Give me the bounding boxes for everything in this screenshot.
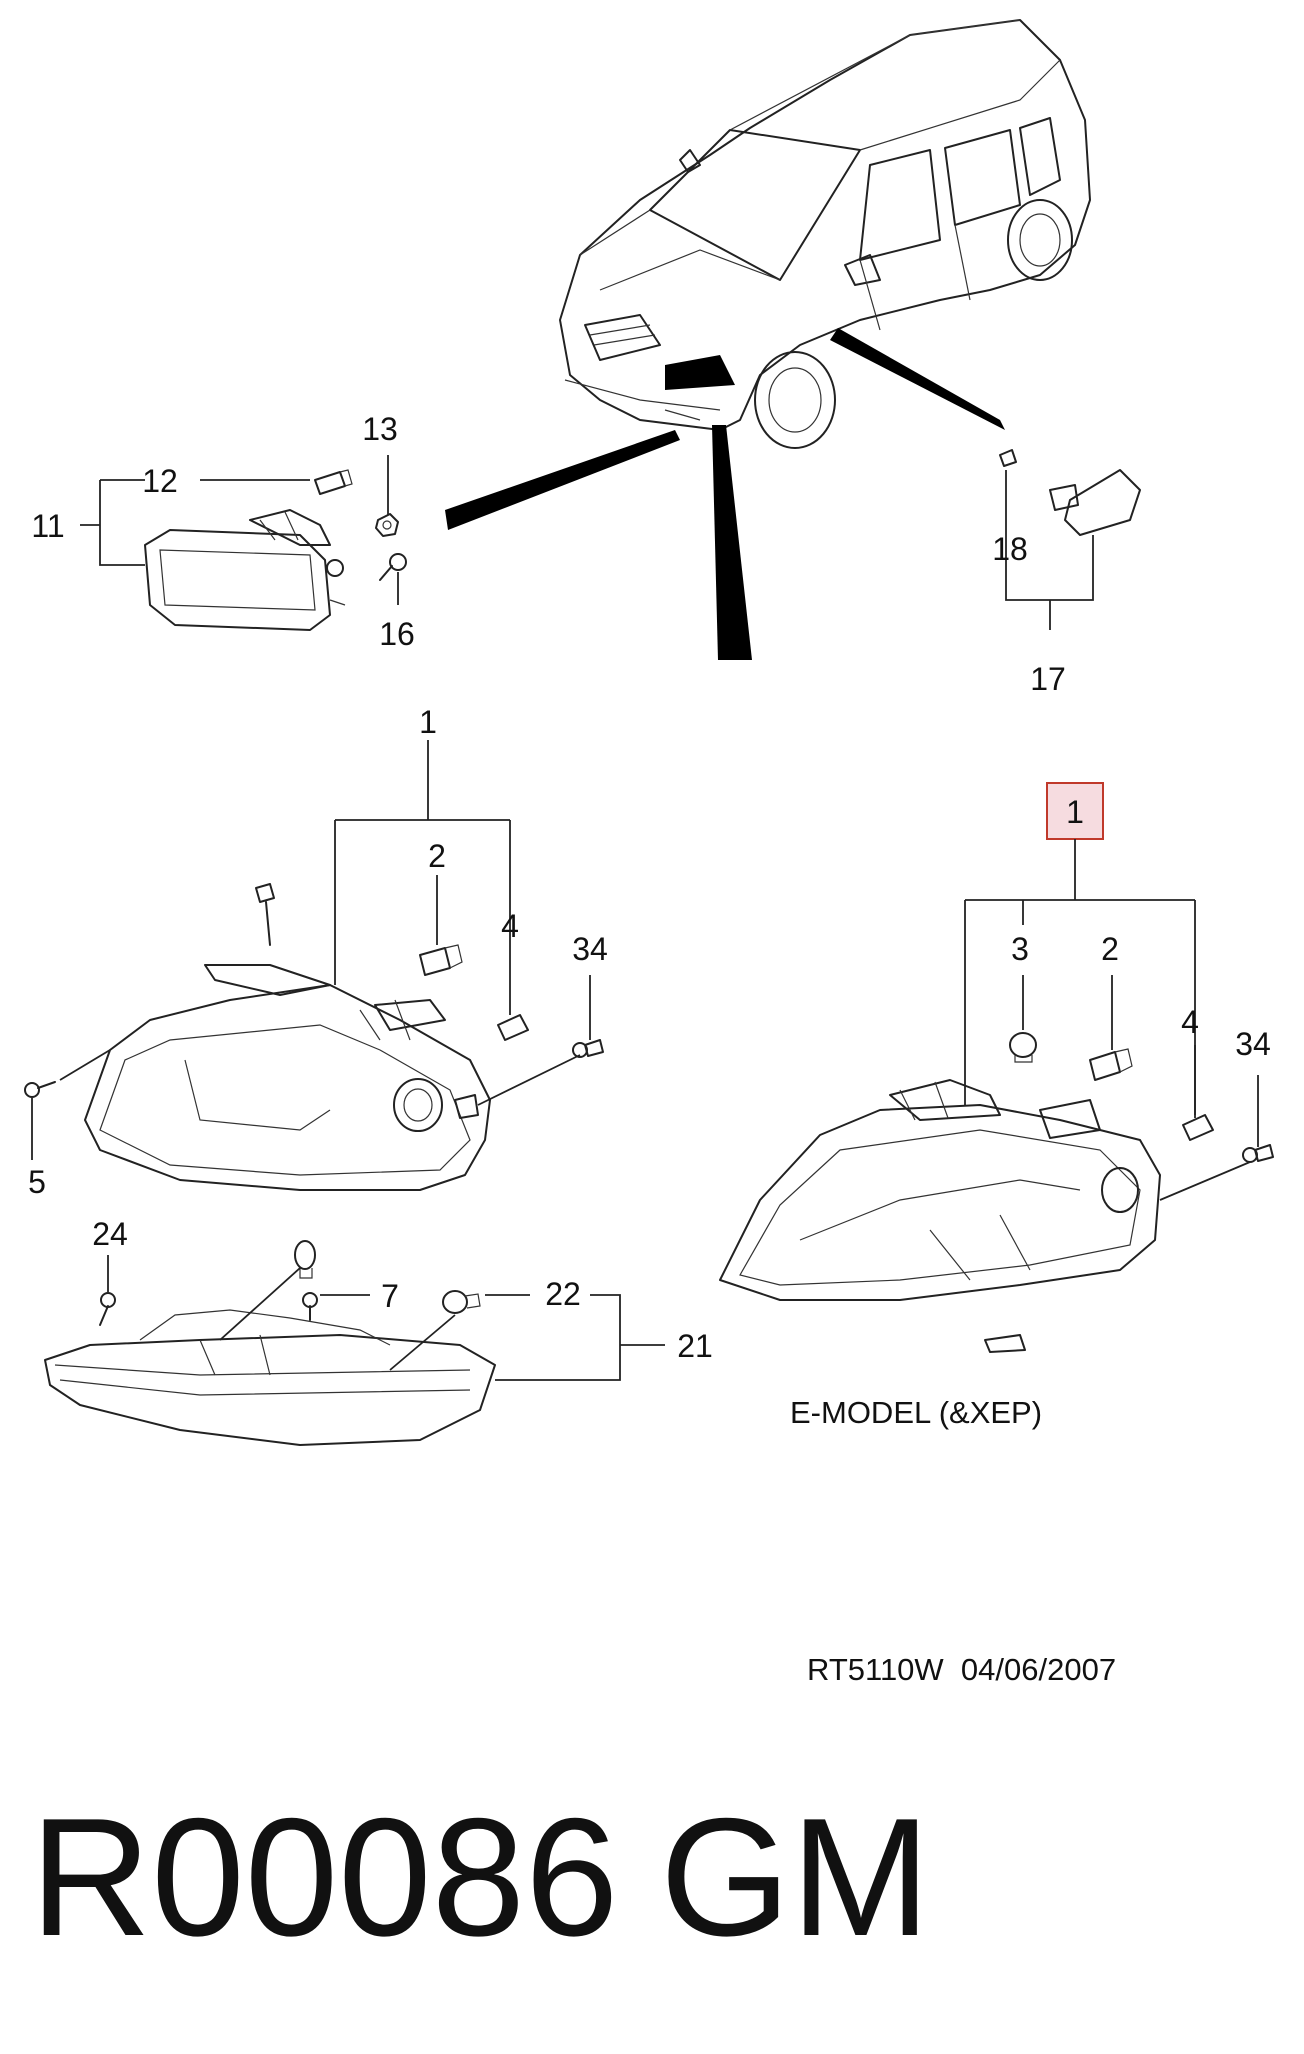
callout-7: 7 — [381, 1278, 399, 1314]
headlamp-right — [719, 1079, 1161, 1353]
bulb-12 — [314, 469, 353, 495]
callout-17: 17 — [1030, 661, 1066, 697]
bolt-top-left — [255, 883, 275, 946]
headlamp-left — [84, 964, 491, 1191]
bulb-corner-a — [294, 1240, 316, 1279]
callout-1-highlight: 1 — [1066, 794, 1084, 830]
side-repeater — [999, 449, 1141, 536]
callout-21: 21 — [677, 1328, 713, 1364]
screw-24 — [99, 1292, 116, 1326]
fog-lamp — [144, 509, 346, 631]
callout-2-right: 2 — [1101, 931, 1119, 967]
reference-code: RT5110W 04/06/2007 — [807, 1652, 1116, 1687]
callout-12: 12 — [142, 463, 178, 499]
bulb-3-right — [1009, 1032, 1037, 1063]
callout-13: 13 — [362, 411, 398, 447]
callout-16: 16 — [379, 616, 415, 652]
callout-34-right: 34 — [1235, 1026, 1271, 1062]
variant-label: E-MODEL (&XEP) — [790, 1395, 1042, 1430]
bolt-34-left — [572, 1039, 604, 1058]
callout-3-right: 3 — [1011, 931, 1029, 967]
leader-bars — [445, 328, 1005, 660]
part-code: R00086 — [30, 1783, 619, 1971]
callout-24: 24 — [92, 1216, 128, 1252]
bulb-4-left — [497, 1014, 529, 1041]
callout-5: 5 — [28, 1164, 46, 1200]
bolt-34-right — [1242, 1144, 1274, 1163]
corner-lamp — [44, 1309, 496, 1446]
callout-4-left: 4 — [501, 908, 519, 944]
bulb-2-left — [419, 944, 463, 976]
screw-16 — [379, 553, 407, 581]
callout-22: 22 — [545, 1276, 581, 1312]
callout-11: 11 — [31, 508, 64, 544]
car-illustration — [559, 19, 1091, 449]
callout-18: 18 — [992, 531, 1028, 567]
bulb-2-right — [1089, 1048, 1133, 1081]
callout-1-top: 1 — [419, 704, 437, 740]
screw-5 — [24, 1081, 56, 1098]
bulb-4-right — [1182, 1114, 1214, 1141]
screw-7 — [302, 1292, 318, 1321]
callout-4-right: 4 — [1181, 1004, 1199, 1040]
brand-name: GM — [660, 1783, 931, 1971]
callout-2-left: 2 — [428, 838, 446, 874]
callout-34-left: 34 — [572, 931, 608, 967]
bulb-22 — [442, 1290, 481, 1314]
nut-13 — [375, 513, 399, 537]
